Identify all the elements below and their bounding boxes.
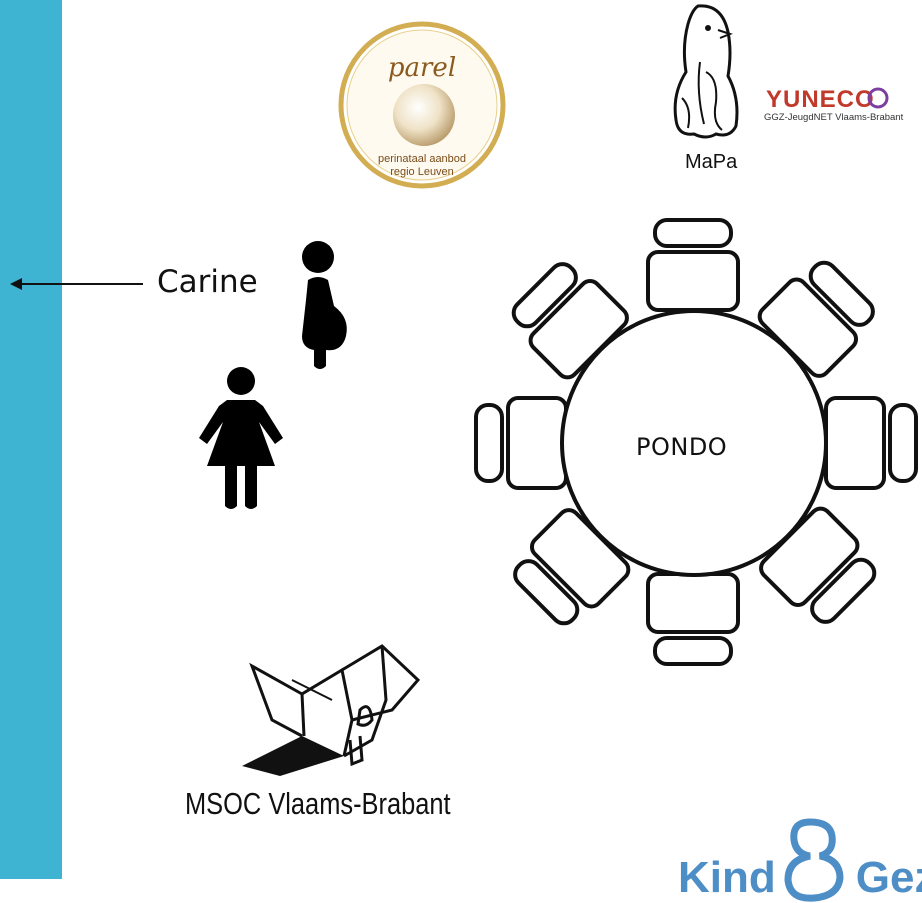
woman-icon <box>199 367 283 509</box>
parel-logo: parel perinataal aanbod regio Leuven <box>338 21 506 189</box>
yuneco-logo: YUNECO GGZ-JeugdNET Vlaams-Brabant <box>764 86 904 123</box>
parel-line2: regio Leuven <box>390 166 454 178</box>
yuneco-wordmark: YUNECO <box>766 86 875 113</box>
yuneco-subtitle: GGZ-JeugdNET Vlaams-Brabant <box>764 112 904 123</box>
pearl-icon <box>393 84 455 146</box>
parel-wordmark: parel <box>388 53 456 83</box>
pregnant-woman-icon <box>302 241 347 369</box>
kind-gezin-logo: Kind Gezi <box>678 812 922 903</box>
msoc-label: MSOC Vlaams-Brabant <box>185 786 451 821</box>
round-table-icon <box>474 218 918 666</box>
penguin-icon <box>673 4 739 139</box>
house-icon <box>242 644 421 776</box>
kind-gezin-left: Kind <box>678 853 776 902</box>
arrow-left-icon <box>10 278 143 290</box>
parel-line1: perinataal aanbod <box>378 153 466 165</box>
table-label: PONDO <box>636 433 728 461</box>
kind-gezin-ampersand-icon <box>776 812 856 903</box>
mapa-label: MaPa <box>685 151 738 173</box>
kind-gezin-right: Gezi <box>855 853 922 902</box>
carine-label: Carine <box>157 264 258 300</box>
sidebar-strip <box>0 0 62 879</box>
